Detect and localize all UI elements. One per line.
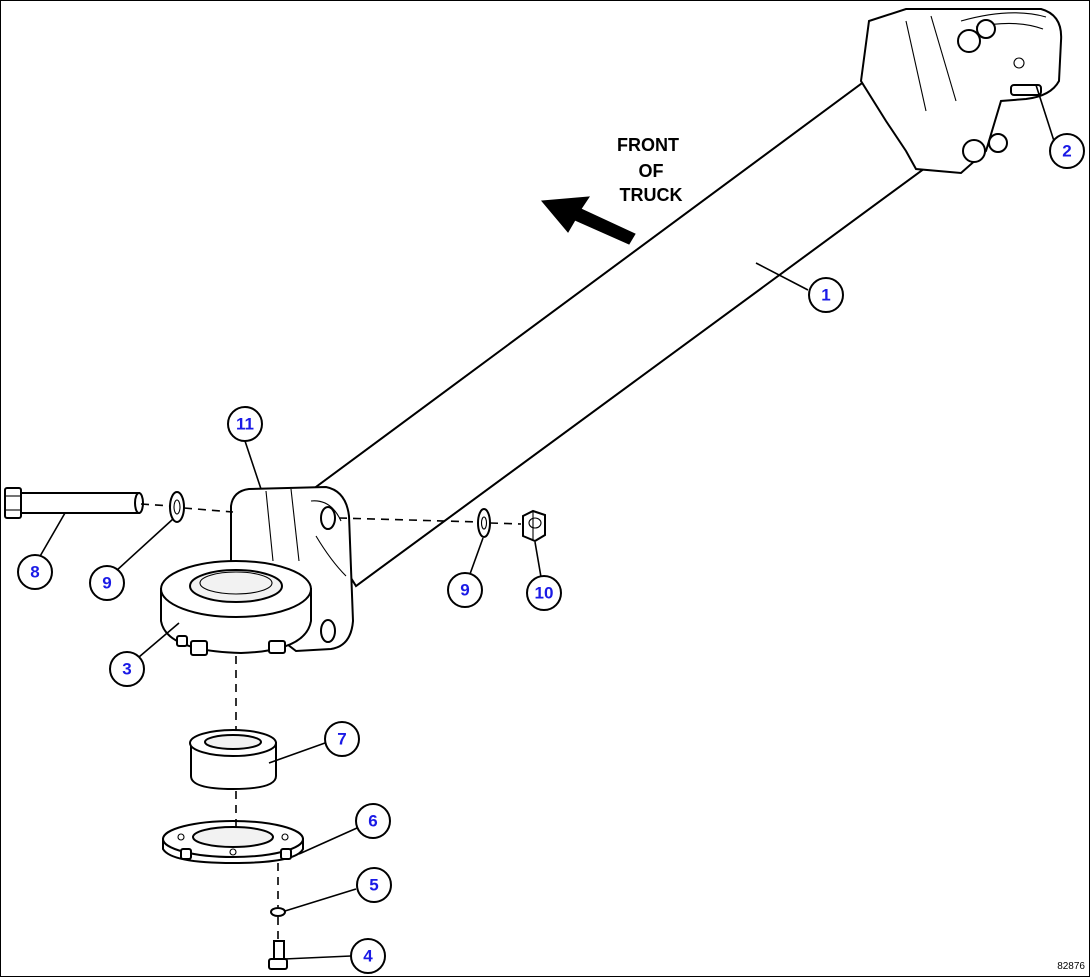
callout-9-right-label: 9 — [460, 581, 469, 600]
callout-6: 6 — [355, 803, 391, 839]
callout-4-label: 4 — [363, 947, 373, 966]
eye-housing — [160, 560, 312, 656]
callout-7-label: 7 — [337, 730, 346, 749]
callout-9-left-label: 9 — [102, 574, 111, 593]
front-of-truck-indicator: FRONT OF TRUCK — [540, 135, 683, 245]
callout-9-right: 9 — [447, 572, 483, 608]
callout-1: 1 — [808, 277, 844, 313]
callout-2-label: 2 — [1062, 142, 1071, 161]
callout-1-label: 1 — [821, 286, 830, 305]
callout-5: 5 — [356, 867, 392, 903]
washer-left — [169, 491, 185, 523]
top-end-clamp — [859, 8, 1063, 175]
capscrew — [268, 940, 288, 970]
callout-6-label: 6 — [368, 812, 377, 831]
leader-lines — [38, 84, 1055, 960]
callout-4: 4 — [350, 938, 386, 974]
front-label-line1: FRONT — [617, 135, 679, 155]
figure-code: 82876 — [1057, 961, 1085, 972]
nut — [522, 509, 546, 543]
callout-11-label: 11 — [236, 415, 254, 434]
lock-washer — [270, 907, 286, 917]
bearing — [189, 729, 277, 791]
callout-7: 7 — [324, 721, 360, 757]
washer-right — [477, 508, 491, 538]
callout-10: 10 — [526, 575, 562, 611]
callout-3: 3 — [109, 651, 145, 687]
front-label-line2: OF — [639, 161, 664, 181]
assembly-lines — [140, 503, 522, 941]
callout-10-label: 10 — [535, 584, 554, 603]
retainer-plate — [162, 820, 304, 865]
callout-3-label: 3 — [122, 660, 131, 679]
front-label-line3: TRUCK — [620, 185, 683, 205]
callout-2: 2 — [1049, 133, 1085, 169]
callout-11: 11 — [227, 406, 263, 442]
bolt — [4, 487, 144, 519]
callout-8: 8 — [17, 554, 53, 590]
callout-5-label: 5 — [369, 876, 378, 895]
callout-8-label: 8 — [30, 563, 39, 582]
callout-9-left: 9 — [89, 565, 125, 601]
